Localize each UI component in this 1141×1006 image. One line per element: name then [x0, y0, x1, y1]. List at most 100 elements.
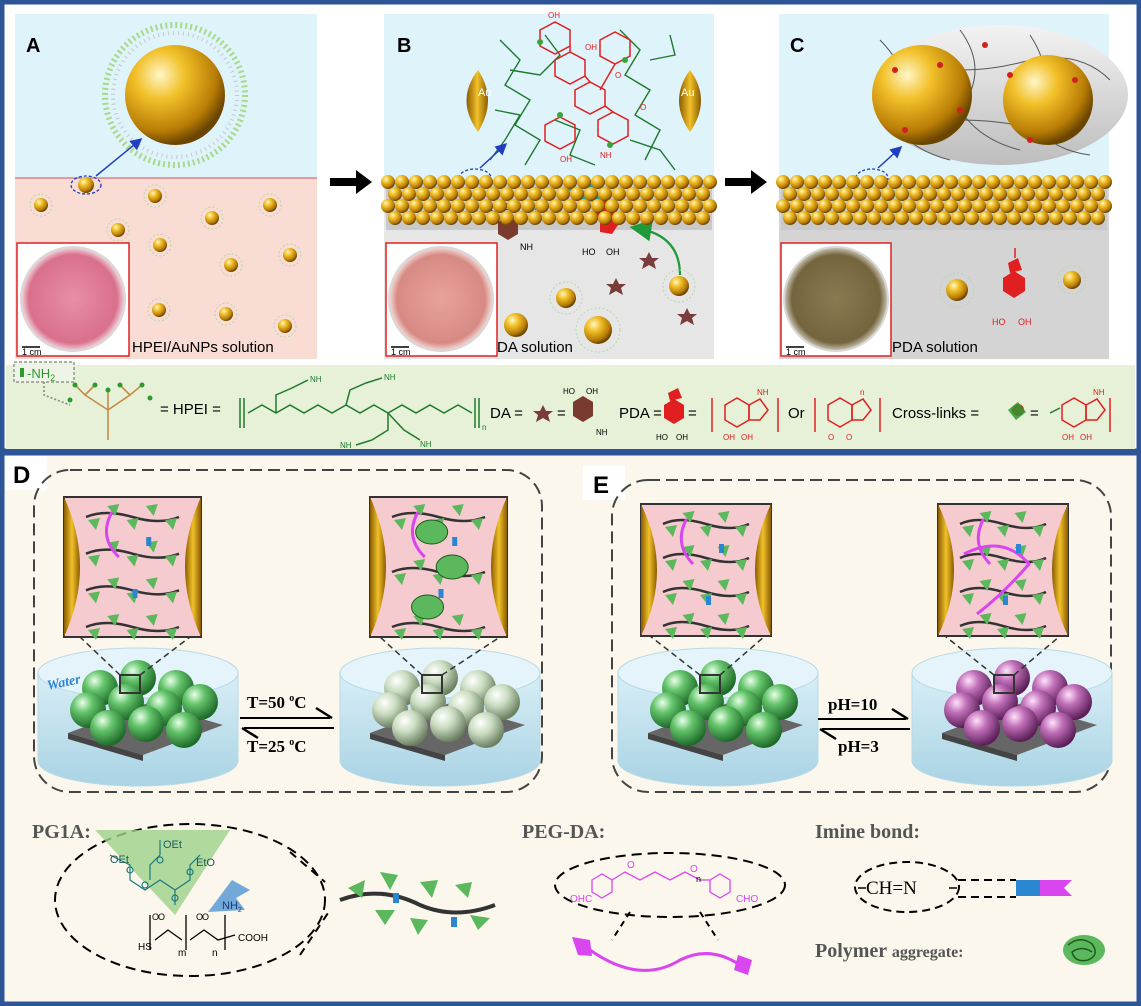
gold-particle — [528, 187, 542, 201]
gold-surface-left — [466, 70, 488, 132]
gold-particle — [1063, 187, 1077, 201]
gold-particle — [668, 211, 682, 225]
gold-particle — [839, 211, 853, 225]
panel-a-caption: HPEI/AuNPs solution — [132, 339, 274, 356]
tree-tips — [67, 382, 153, 403]
svg-text:O: O — [690, 864, 698, 875]
imine-pink-half — [1040, 880, 1072, 896]
hpei-dendrimer-halo — [102, 22, 248, 168]
gold-particle — [979, 211, 993, 225]
gold-particle — [909, 211, 923, 225]
gold-particle — [423, 199, 437, 213]
gold-particle — [458, 211, 472, 225]
beaker — [339, 636, 541, 787]
gold-particle — [986, 199, 1000, 213]
gold-particle — [1077, 211, 1091, 225]
svg-text:OH: OH — [585, 43, 597, 52]
gold-particle — [626, 187, 640, 201]
gold-particle — [1098, 175, 1112, 189]
gold-particle — [832, 175, 846, 189]
gold-particle — [430, 187, 444, 201]
zoom-window — [937, 503, 1069, 639]
gold-particle — [605, 175, 619, 189]
gold-particle — [402, 211, 416, 225]
gold-particle — [944, 199, 958, 213]
gold-particle — [860, 175, 874, 189]
svg-text:Or: Or — [788, 405, 805, 422]
gold-particle — [633, 175, 647, 189]
gold-particle — [972, 199, 986, 213]
gold-nanoparticle-c-left — [872, 45, 972, 145]
svg-text:NH: NH — [596, 428, 608, 437]
gold-particle — [895, 187, 909, 201]
gold-surface-right — [679, 70, 701, 132]
green-tag-icon — [20, 368, 24, 377]
pg1a-structure — [109, 840, 201, 905]
gold-particle — [1070, 199, 1084, 213]
d-forward-label: T=50 oC — [247, 693, 307, 712]
gold-particle — [1000, 199, 1014, 213]
crosslink-dots-c — [892, 42, 1078, 143]
gold-particle — [1091, 211, 1105, 225]
gold-particle — [689, 199, 703, 213]
gold-particle — [776, 175, 790, 189]
gold-particle — [825, 211, 839, 225]
gold-particle — [563, 199, 577, 213]
gold-particle — [846, 199, 860, 213]
svg-text:O: O — [202, 912, 209, 922]
gold-particle — [951, 211, 965, 225]
gold-particle — [874, 175, 888, 189]
gold-particle — [888, 199, 902, 213]
svg-text:NH: NH — [310, 375, 322, 384]
gold-particle — [1014, 199, 1028, 213]
au-label-left: Au — [478, 87, 491, 99]
gold-particle — [430, 211, 444, 225]
gold-particle — [790, 199, 804, 213]
gold-particle — [437, 175, 451, 189]
gold-particle — [577, 175, 591, 189]
gold-particle — [1049, 187, 1063, 201]
gold-particle — [1049, 211, 1063, 225]
svg-text:n: n — [212, 948, 218, 959]
pg1a-chain-icon — [339, 872, 496, 935]
svg-text:O: O — [828, 433, 834, 442]
imine-label: Imine bond: — [815, 821, 920, 843]
gold-particle — [640, 187, 654, 201]
svg-text:HO: HO — [582, 247, 596, 257]
gold-particle — [535, 175, 549, 189]
gold-particle — [577, 199, 591, 213]
beaker — [617, 635, 819, 787]
gold-nanoparticle-large — [125, 45, 225, 145]
gold-particle — [605, 199, 619, 213]
svg-text:HS: HS — [138, 942, 152, 953]
gold-particle — [993, 211, 1007, 225]
gold-particle — [584, 211, 598, 225]
gold-particle — [661, 175, 675, 189]
hpei-structure — [239, 377, 480, 446]
svg-text:O: O — [196, 912, 203, 922]
panel-a: 1 cm HPEI/AuNPs solution A — [15, 14, 317, 359]
da-legend-label: DA = — [490, 405, 523, 422]
gold-particle — [549, 175, 563, 189]
gold-particle — [902, 175, 916, 189]
svg-text:OH: OH — [548, 11, 560, 20]
gold-particle — [881, 211, 895, 225]
gold-particle — [668, 187, 682, 201]
legend: -NH2 = HPEI = NH NH NH NH n DA = — [13, 361, 1111, 450]
zoom-window — [63, 496, 202, 640]
imine-formula: CH=N — [866, 878, 917, 899]
svg-text:n: n — [860, 388, 864, 397]
gold-particle — [612, 187, 626, 201]
gold-particle — [423, 175, 437, 189]
gold-particle — [542, 211, 556, 225]
pda-structure-1 — [711, 397, 779, 432]
pda-atom-labels: OH OH O O OH NH — [548, 11, 646, 164]
gold-nanoparticle-small — [78, 177, 94, 193]
aggregate-section: Polymer aggregate: — [815, 935, 1105, 965]
gold-particle — [451, 175, 465, 189]
gold-particle — [923, 187, 937, 201]
gold-particle — [846, 175, 860, 189]
particles-in-pda-solution — [939, 265, 1087, 308]
gold-particle — [867, 211, 881, 225]
gold-particle — [986, 175, 1000, 189]
